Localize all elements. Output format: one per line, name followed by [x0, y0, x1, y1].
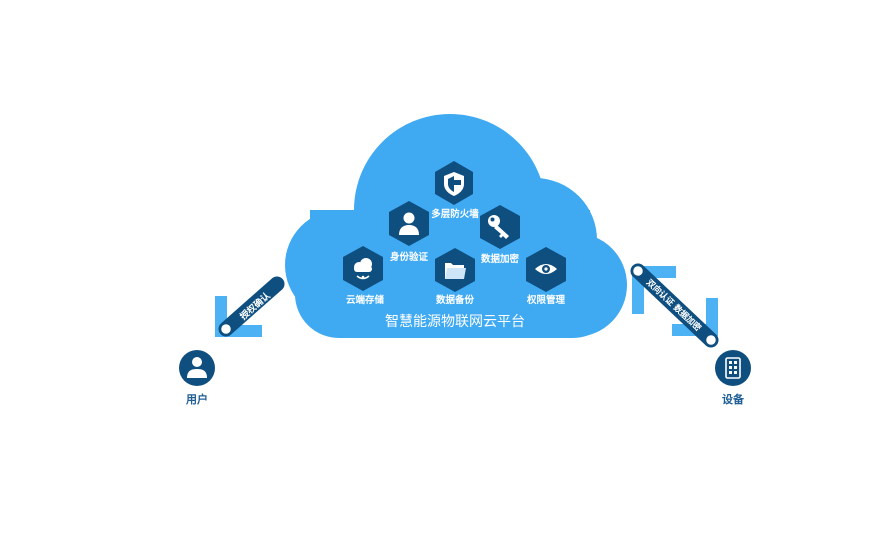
link-node	[218, 321, 234, 337]
device-link: 双向认证 数据加密	[630, 263, 719, 348]
key-icon	[488, 215, 509, 239]
feature-label: 云端存储	[346, 294, 385, 306]
feature-label: 数据备份	[435, 294, 475, 306]
platform-title: 智慧能源物联网云平台	[385, 314, 525, 330]
user-icon	[187, 357, 207, 378]
user-label: 用户	[186, 392, 208, 406]
device-label: 设备	[722, 392, 745, 406]
device-icon	[725, 357, 741, 379]
feature-encryption: 数据加密	[480, 205, 520, 265]
device-node[interactable]: 设备	[715, 350, 751, 406]
feature-identity: 身份验证	[389, 201, 429, 263]
folder-icon	[445, 263, 466, 279]
feature-firewall: 多层防火墙	[431, 161, 479, 220]
shield-icon	[444, 172, 464, 196]
feature-label: 多层防火墙	[431, 208, 479, 220]
feature-label: 权限管理	[526, 294, 566, 306]
link-node	[703, 332, 719, 348]
feature-cloud-storage: 云端存储	[343, 246, 384, 306]
cloud-storage-icon	[354, 258, 372, 280]
user-node[interactable]: 用户	[179, 350, 215, 406]
link-node	[630, 263, 646, 279]
feature-label: 数据加密	[480, 253, 520, 265]
feature-label: 身份验证	[390, 251, 429, 263]
eye-icon	[535, 264, 557, 274]
user-icon	[399, 212, 419, 235]
user-link: 授权确认	[215, 276, 285, 337]
feature-permission: 权限管理	[526, 247, 566, 306]
feature-backup: 数据备份	[435, 248, 475, 306]
